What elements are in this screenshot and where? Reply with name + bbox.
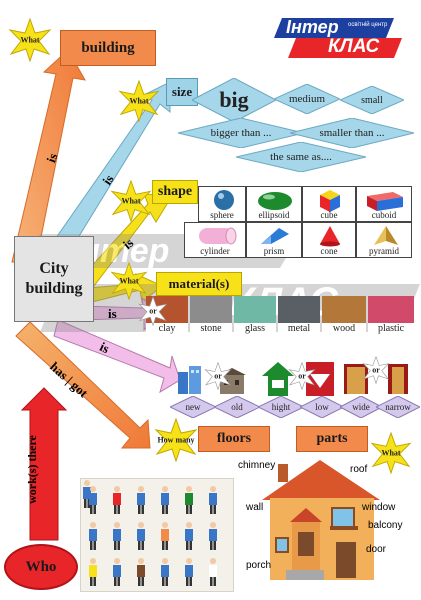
house-label-door: door [366,544,387,555]
shape-cube: cube [302,186,356,222]
logo-mark-icon [274,18,402,58]
house-label-window: window [362,502,396,513]
material-wood: wood [322,296,366,334]
low-sign-icon [306,362,334,396]
material-stone: stone [190,296,232,334]
house-label-porch: porch [246,560,272,571]
arrow-to-shape [87,193,173,288]
city-building-line2: building [25,280,83,297]
cube-icon [320,190,340,212]
workers-panel [80,478,234,592]
shape-cylinder: cylinder [184,222,246,258]
narrow-door-icon [388,364,408,394]
arrow-works-there [20,387,68,541]
house-icon [262,460,380,580]
floors-box: floors [198,426,270,452]
star-what-size: What [118,79,160,123]
arrow-to-floors [15,321,151,449]
wide-door-icon [344,364,368,394]
star-or-2: or [204,361,232,391]
high-sign-icon [262,362,294,396]
adj-old: old [214,396,260,418]
adj-hight: hight [258,396,304,418]
shape-box: shape [152,180,198,204]
shape-cone: cone [302,222,356,258]
material-plastic: plastic [368,296,414,334]
shape-sphere: sphere [198,186,246,222]
prism-icon [261,228,289,244]
sphere-icon [214,190,234,210]
cuboid-icon [367,192,403,211]
workers-illustration-icon [83,480,217,586]
house-panel: chimney roof wall window balcony door po… [236,456,416,590]
size-medium: medium [274,84,340,114]
star-what-parts: What [370,431,412,475]
house-label-wall: wall [246,502,264,513]
logo-line1: Інтер [286,17,339,37]
star-what-shape: What [110,179,152,223]
new-building-icon [178,366,201,394]
building-box: building [60,30,156,66]
city-building-box: City building [14,236,94,322]
cylinder-icon [199,227,237,245]
logo: Інтер освітній центр КЛАС [274,14,404,60]
material-glass: glass [234,296,276,334]
star-or-1: or [138,295,168,327]
size-smaller: smaller than ... [290,118,414,148]
city-building-line1: City [39,260,69,277]
star-what-building: What [8,17,52,63]
size-big: big [192,78,276,122]
house-label-roof: roof [350,464,368,475]
pyramid-icon [374,226,398,245]
house-label-balcony: balcony [368,520,403,531]
adj-wide: wide [340,396,382,418]
size-box: size [166,78,198,106]
size-small: small [340,86,404,114]
label-works-there: work(s) there [24,435,39,504]
adj-low: low [300,396,344,418]
shape-cuboid: cuboid [356,186,412,222]
parts-box: parts [296,426,368,452]
adj-narrow: narrow [376,396,420,418]
star-or-4: or [362,355,390,385]
shape-pyramid: pyramid [356,222,412,258]
material-box: material(s) [156,272,242,296]
size-same: the same as.... [236,142,366,172]
cone-icon [320,226,340,247]
shape-ellipsoid: ellipsoid [246,186,302,222]
shape-prism: prism [246,222,302,258]
logo-tag: освітній центр [348,22,388,28]
ellipsoid-icon [258,192,292,210]
star-or-3: or [288,361,316,391]
material-metal: metal [278,296,320,334]
who-box: Who [4,544,78,590]
logo-line2: КЛАС [328,36,380,57]
star-how-many: How many [154,417,198,463]
label-is-material: is [108,306,117,321]
arrow-to-adjectives [53,319,181,394]
house-label-chimney: chimney [238,460,276,471]
size-bigger: bigger than ... [178,118,304,148]
star-what-material: What [110,261,148,301]
adj-new: new [170,396,216,418]
